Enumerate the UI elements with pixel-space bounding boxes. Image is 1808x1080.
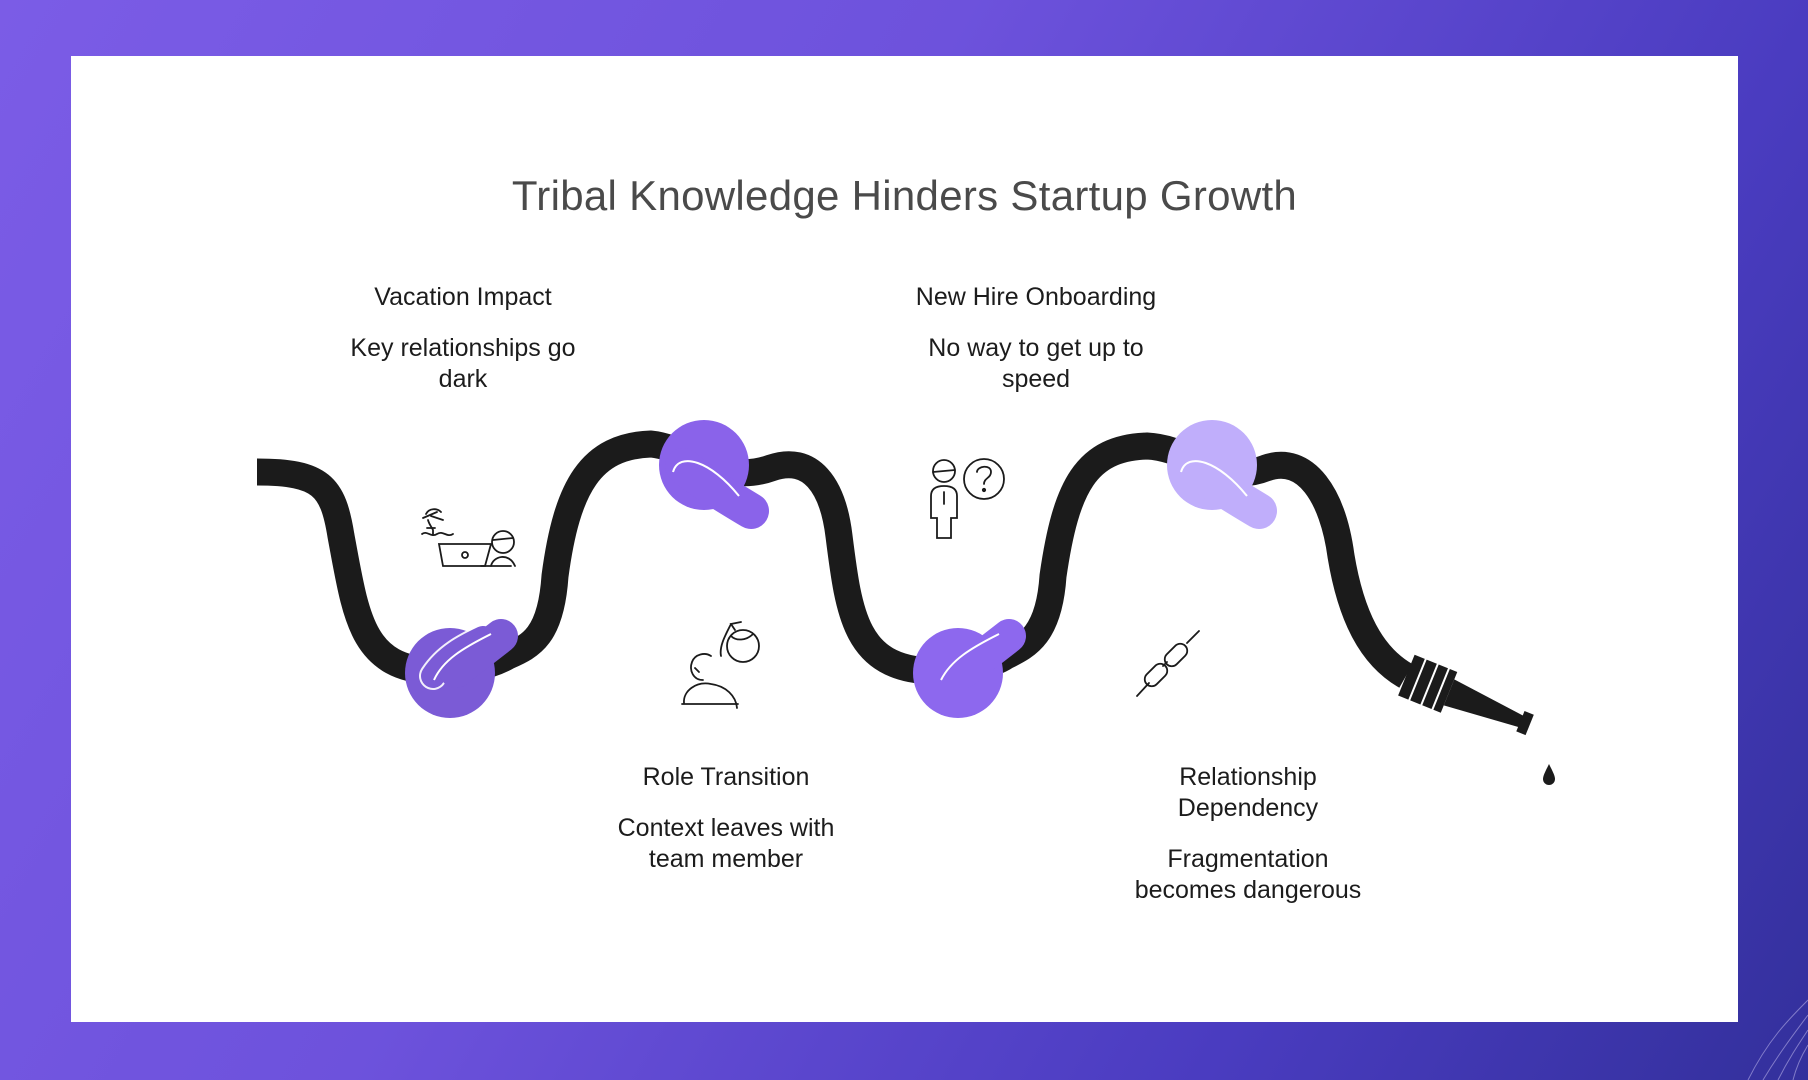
step-heading: Vacation Impact (374, 283, 552, 311)
person-thinking-icon (681, 621, 760, 709)
diagram-title: Tribal Knowledge Hinders Startup Growth (511, 172, 1298, 219)
knot-4 (1167, 420, 1277, 529)
step-heading: Role Transition (642, 763, 810, 791)
hose-nozzle (1398, 654, 1534, 736)
step-relationship-dependency-label: Relationship Dependency Fragmentation be… (1078, 762, 1418, 906)
step-description: No way to get up to speed (928, 334, 1144, 393)
water-drop (1543, 764, 1555, 785)
diagram-card: Tribal Knowledge Hinders Startup Growth (71, 56, 1738, 1022)
step-heading: New Hire Onboarding (915, 283, 1157, 311)
step-description: Key relationships go dark (350, 334, 576, 393)
corner-scribble-decoration (1747, 999, 1808, 1080)
step-description: Context leaves with team member (617, 814, 835, 873)
knot-2 (659, 420, 769, 529)
step-description: Fragmentation becomes dangerous (1134, 845, 1362, 904)
step-vacation-label: Vacation Impact Key relationships go dar… (293, 282, 633, 395)
step-heading: Relationship Dependency (1177, 763, 1319, 822)
vacation-laptop-icon (421, 508, 516, 567)
knot-1 (405, 619, 518, 718)
step-role-transition-label: Role Transition Context leaves with team… (556, 762, 896, 875)
step-new-hire-label: New Hire Onboarding No way to get up to … (866, 282, 1206, 395)
broken-chain-icon (1136, 630, 1200, 697)
knot-3 (913, 619, 1026, 718)
confused-new-hire-icon (930, 458, 1005, 539)
rope-diagram (256, 420, 1555, 785)
